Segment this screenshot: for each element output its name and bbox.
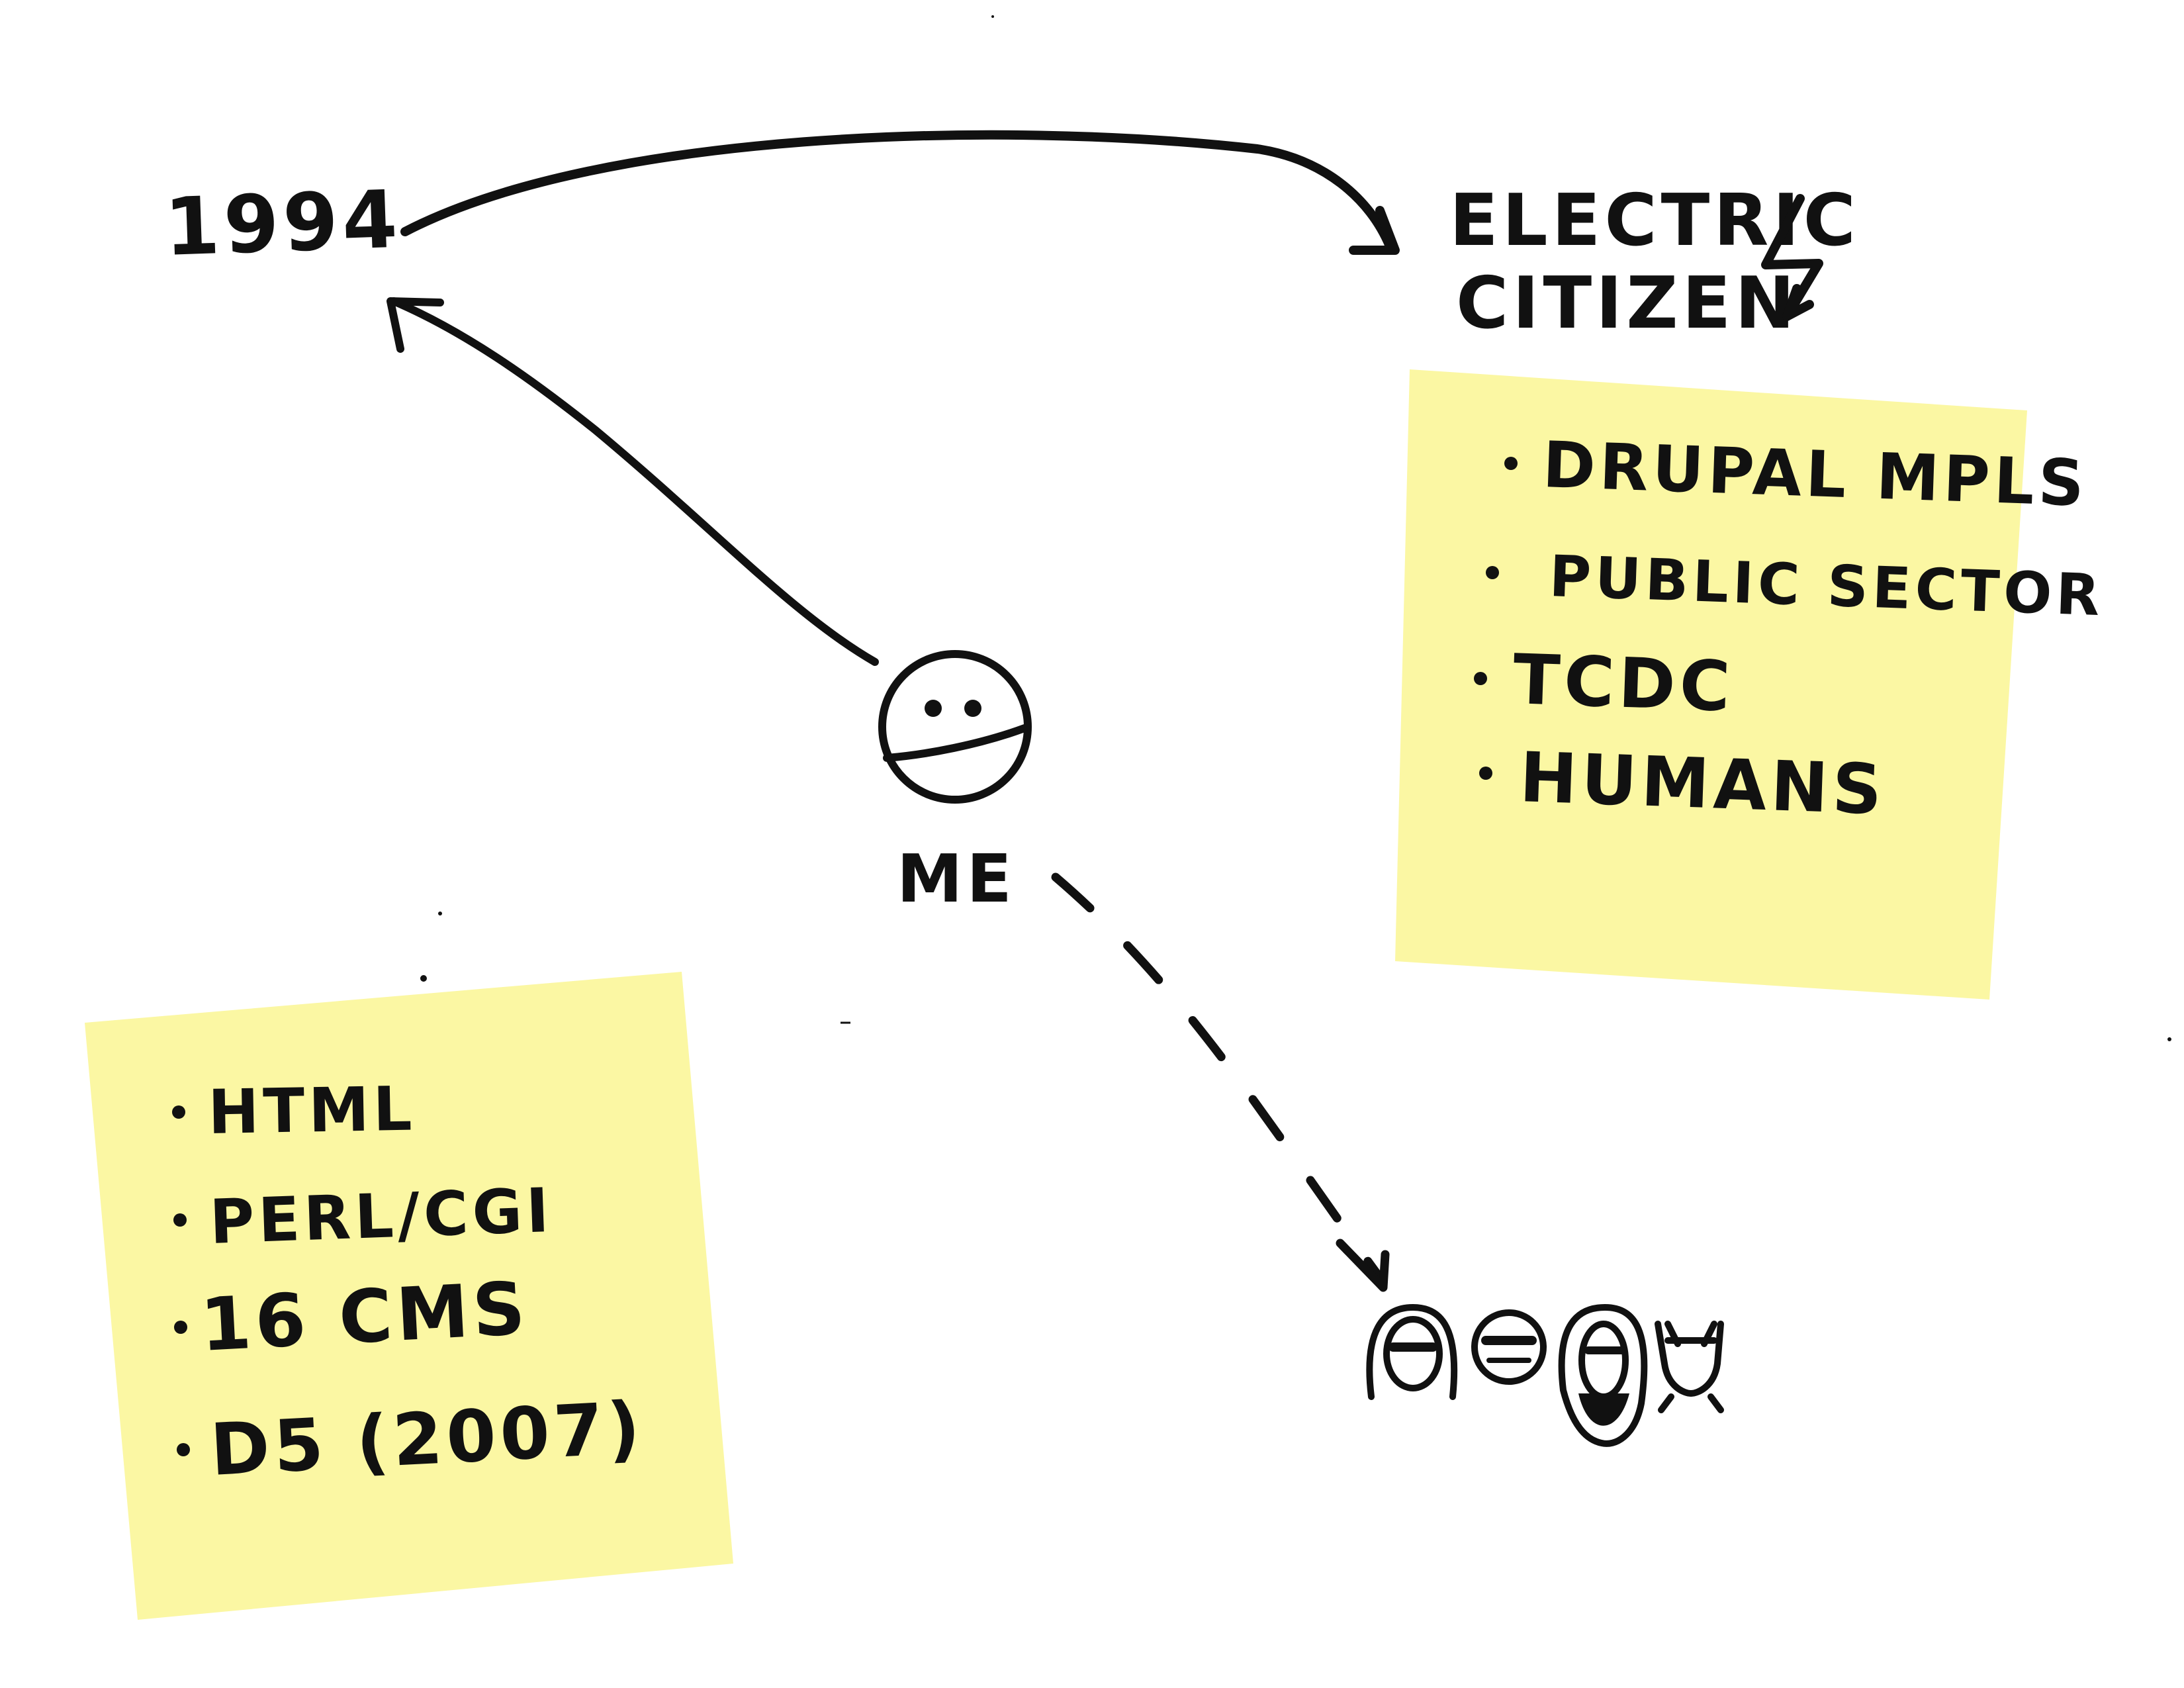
lightning-bolt-icon xyxy=(1761,194,1823,321)
bullet-dot xyxy=(173,1213,187,1227)
bullet-dot xyxy=(174,1321,187,1334)
future-dashed-arrow xyxy=(1051,872,1385,1282)
company-name-line-2: CITIZEN xyxy=(1456,262,1799,345)
company-note-item-4: HUMANS xyxy=(1518,737,1887,830)
sticky-note-history-paper xyxy=(85,972,733,1620)
timeline-arrow xyxy=(400,130,1394,251)
company-name-line-1: ELECTRIC xyxy=(1449,179,1860,262)
history-note-item-2: PERL/CGI xyxy=(208,1175,554,1258)
company-note-item-3: TCDC xyxy=(1512,639,1735,727)
history-note-item-1: HTML xyxy=(208,1074,417,1148)
sticky-note-company: DRUPAL MPLS PUBLIC SECTOR TCDC HUMANS xyxy=(1395,369,2105,1000)
history-note-item-3: 16 CMS xyxy=(199,1266,531,1368)
smiley-face-icon xyxy=(878,650,1032,804)
year-label: 1994 xyxy=(163,174,403,274)
paper-specks xyxy=(420,15,2171,1041)
bullet-dot xyxy=(172,1105,185,1119)
bullet-dot xyxy=(1504,457,1518,470)
future-dashed-arrowhead xyxy=(1336,1239,1390,1292)
sticky-note-history: HTML PERL/CGI 16 CMS D5 (2007) xyxy=(85,972,733,1620)
bullet-dot xyxy=(1486,566,1499,579)
person-label: ME xyxy=(897,840,1016,917)
group-of-people-icon xyxy=(1366,1304,1724,1447)
person-to-year-arrowhead xyxy=(387,297,444,353)
bullet-dot xyxy=(177,1443,190,1456)
bullet-dot xyxy=(1474,672,1487,685)
timeline-arrowhead xyxy=(1349,206,1400,255)
sticky-note-company-paper xyxy=(1395,369,2027,1000)
person-to-year-arrow xyxy=(390,297,879,666)
bullet-dot xyxy=(1479,767,1492,780)
